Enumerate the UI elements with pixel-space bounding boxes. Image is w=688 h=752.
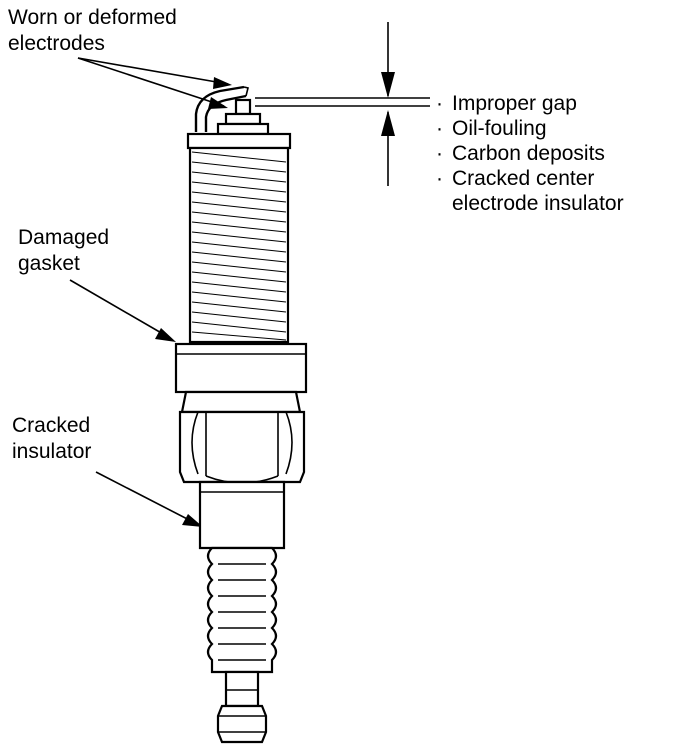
label-damaged-gasket-line1: Damaged bbox=[18, 226, 109, 249]
checklist-item-carbon-deposits: Carbon deposits bbox=[452, 142, 605, 165]
ground-electrode bbox=[194, 85, 245, 132]
thread-lines bbox=[191, 151, 287, 341]
label-cracked-insulator-line1: Cracked bbox=[12, 414, 90, 437]
gasket bbox=[174, 342, 308, 394]
checklist-bullet-4: · bbox=[436, 167, 443, 190]
gap-dimension-marker bbox=[255, 22, 430, 186]
gap-checklist: · Improper gap · Oil-fouling · Carbon de… bbox=[436, 92, 624, 215]
spark-plug bbox=[174, 85, 308, 744]
label-cracked-insulator-line2: insulator bbox=[12, 440, 91, 463]
checklist-item-cracked-center: Cracked center bbox=[452, 167, 594, 190]
terminal-stem bbox=[224, 670, 260, 708]
center-electrode bbox=[234, 98, 252, 116]
label-worn-electrodes-line2: electrodes bbox=[8, 32, 105, 55]
insulator-ribs bbox=[206, 546, 278, 674]
checklist-bullet-1: · bbox=[436, 92, 443, 115]
checklist-item-cracked-center-cont: electrode insulator bbox=[452, 192, 624, 215]
threaded-shell bbox=[186, 132, 292, 150]
checklist-item-oil-fouling: Oil-fouling bbox=[452, 117, 547, 140]
label-damaged-gasket-line2: gasket bbox=[18, 252, 80, 275]
insulator-neck bbox=[198, 480, 286, 550]
checklist-item-improper-gap: Improper gap bbox=[452, 92, 577, 115]
checklist-bullet-2: · bbox=[436, 117, 443, 140]
checklist-bullet-3: · bbox=[436, 142, 443, 165]
hex-nut bbox=[178, 410, 306, 484]
label-worn-electrodes-line1: Worn or deformed bbox=[8, 6, 177, 29]
terminal-nut bbox=[216, 704, 268, 744]
